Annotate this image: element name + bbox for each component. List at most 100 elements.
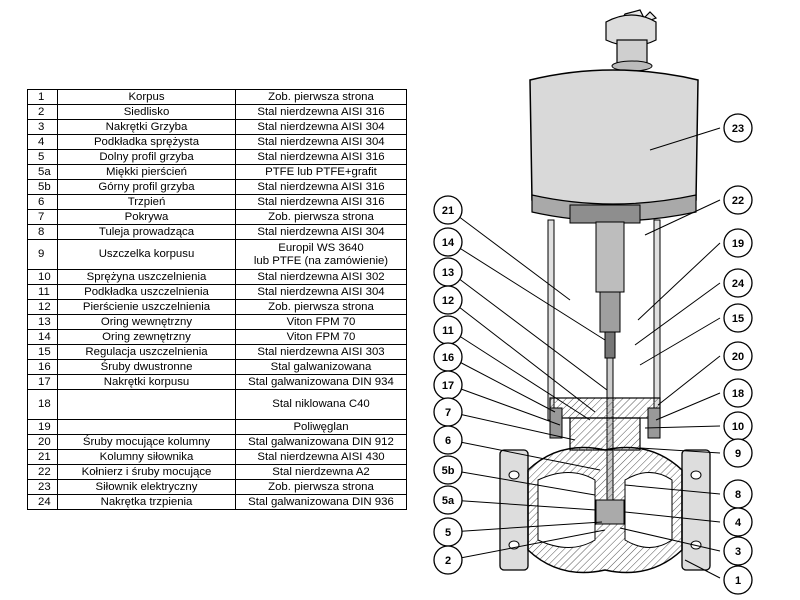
callout-6: 6	[433, 425, 463, 455]
callout-label: 8	[735, 489, 741, 501]
leader-lines	[449, 127, 721, 579]
part-material: Viton FPM 70	[235, 314, 407, 330]
electric-actuator	[529, 69, 699, 224]
part-material: Stal nierdzewna AISI 316	[235, 194, 407, 210]
callout-label: 9	[735, 448, 741, 460]
part-number: 6	[27, 194, 58, 210]
part-name: Sprężyna uszczelnienia	[57, 269, 236, 285]
part-material: Zob. pierwsza strona	[235, 209, 407, 225]
callout-label: 12	[442, 295, 454, 307]
callout-13: 13	[433, 257, 463, 287]
callout-7: 7	[433, 397, 463, 427]
part-material: Stal nierdzewna AISI 316	[235, 149, 407, 165]
callout-label: 11	[442, 325, 454, 337]
callout-label: 2	[445, 555, 451, 567]
part-number: 16	[27, 359, 58, 375]
part-number: 13	[27, 314, 58, 330]
callout-label: 5	[445, 527, 451, 539]
part-name: Kołnierz i śruby mocujące	[57, 464, 236, 480]
part-number: 12	[27, 299, 58, 315]
valve-body	[499, 446, 711, 574]
callout-label: 14	[442, 237, 455, 249]
part-material: Zob. pierwsza strona	[235, 299, 407, 315]
part-number: 8	[27, 224, 58, 240]
part-material: Stal galwanizowana DIN 912	[235, 434, 407, 450]
part-number: 5a	[27, 164, 58, 180]
callout-label: 6	[445, 435, 451, 447]
callout-15: 15	[723, 303, 753, 333]
callout-4: 4	[723, 507, 753, 537]
part-material: Stal nierdzewna AISI 430	[235, 449, 407, 465]
part-material: Zob. pierwsza strona	[235, 89, 407, 105]
part-material: Stal nierdzewna AISI 304	[235, 134, 407, 150]
callout-label: 13	[442, 267, 454, 279]
part-name: Oring wewnętrzny	[57, 314, 236, 330]
part-material: Zob. pierwsza strona	[235, 479, 407, 495]
part-name: Oring zewnętrzny	[57, 329, 236, 345]
part-name: Śruby mocujące kolumny	[57, 434, 236, 450]
callout-label: 16	[442, 352, 454, 364]
callout-3: 3	[723, 536, 753, 566]
callout-11: 11	[433, 315, 463, 345]
part-number: 7	[27, 209, 58, 225]
table-row: 19 Poliwęglan	[27, 419, 407, 435]
part-number: 9	[27, 239, 58, 270]
callout-12: 12	[433, 285, 463, 315]
callout-label: 4	[735, 517, 742, 529]
part-number: 17	[27, 374, 58, 390]
part-number: 5	[27, 149, 58, 165]
part-name: Pokrywa	[57, 209, 236, 225]
part-name: Dolny profil grzyba	[57, 149, 236, 165]
callout-10: 10	[723, 411, 753, 441]
callout-1: 1	[723, 565, 753, 595]
callout-16: 16	[433, 342, 463, 372]
part-material: Stal nierdzewna AISI 316	[235, 104, 407, 120]
part-number: 15	[27, 344, 58, 360]
callout-22: 22	[723, 185, 753, 215]
callout-9: 9	[723, 438, 753, 468]
part-material-line: Europil WS 3640	[278, 241, 364, 254]
callout-label: 15	[732, 313, 744, 325]
part-name: Miękki pierścień	[57, 164, 236, 180]
part-number: 19	[27, 419, 58, 435]
part-material: PTFE lub PTFE+grafit	[235, 164, 407, 180]
callout-8: 8	[723, 479, 753, 509]
callout-5b: 5b	[433, 455, 463, 485]
part-name: Siedlisko	[57, 104, 236, 120]
part-material: Poliwęglan	[235, 419, 407, 435]
callout-label: 23	[732, 123, 744, 135]
part-material: Stal galwanizowana DIN 936	[235, 494, 407, 510]
callout-label: 5a	[442, 495, 455, 507]
part-number: 1	[27, 89, 58, 105]
actuator-knob	[605, 9, 658, 72]
callout-24: 24	[723, 268, 753, 298]
part-material: Stal galwanizowana	[235, 359, 407, 375]
part-name: Uszczelka korpusu	[57, 239, 236, 270]
part-name: Podkładka sprężysta	[57, 134, 236, 150]
part-name: Pierścienie uszczelnienia	[57, 299, 236, 315]
callout-label: 1	[735, 575, 741, 587]
part-material: Viton FPM 70	[235, 329, 407, 345]
part-number: 3	[27, 119, 58, 135]
part-name: Kolumny siłownika	[57, 449, 236, 465]
valve-drawing: 23 22 21 19 14 24 13 15 12 11 20 16 18 1…	[433, 9, 753, 595]
callout-label: 10	[732, 421, 744, 433]
callout-label: 17	[442, 380, 454, 392]
callout-23: 23	[723, 113, 753, 143]
